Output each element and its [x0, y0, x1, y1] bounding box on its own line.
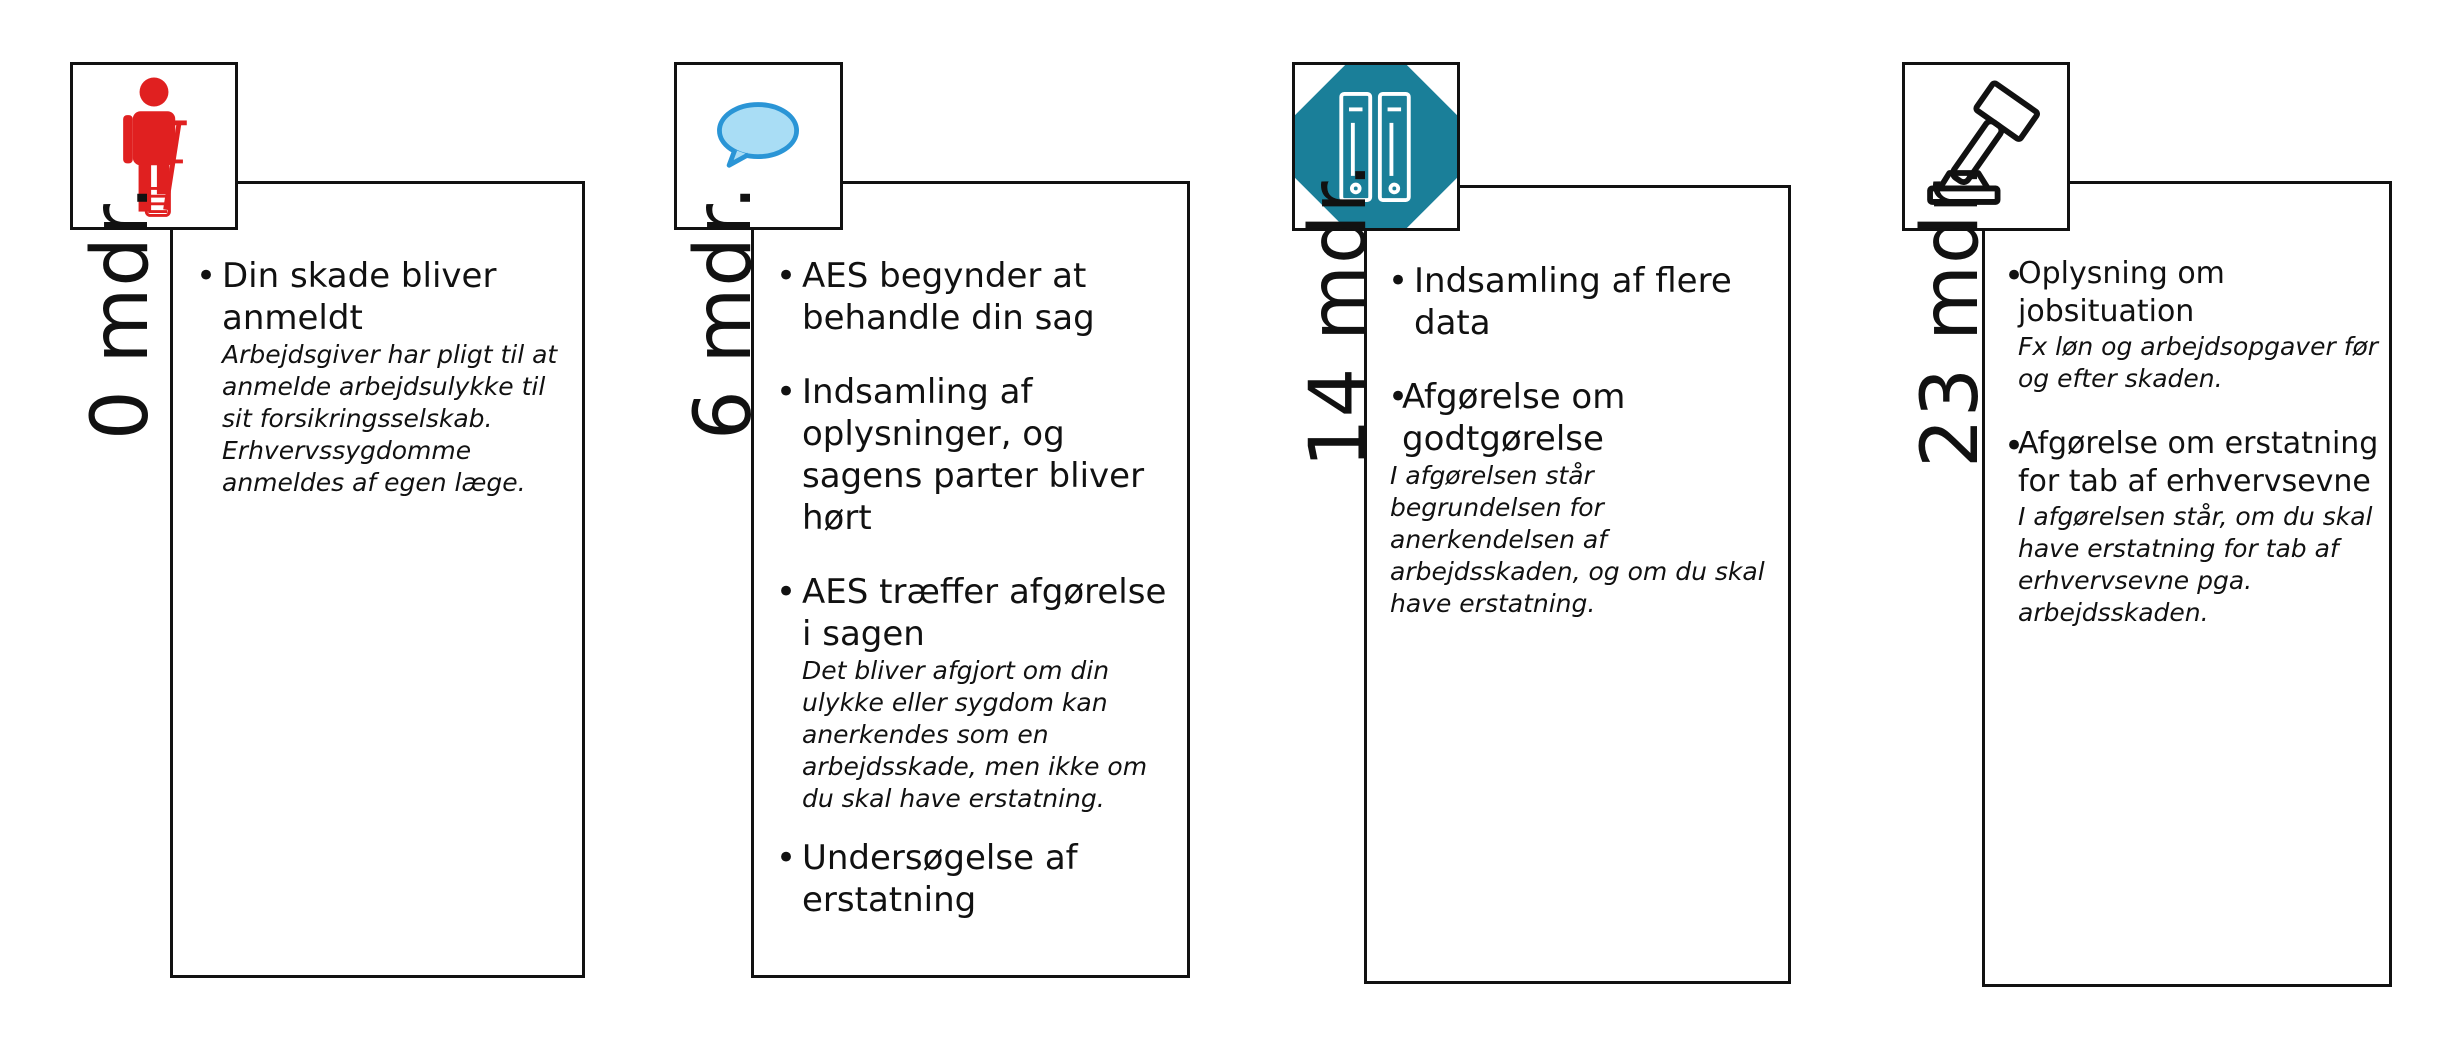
item-heading: Indsamling af oplysninger, og sagens par…: [802, 372, 1145, 538]
item-heading: Afgørelse om erstatning for tab af erhve…: [2018, 426, 2379, 499]
phase-card: [1364, 185, 1791, 984]
gavel-icon: [1927, 80, 2040, 205]
list-item: • Din skade bliver anmeldt Arbejdsgiver …: [196, 255, 566, 499]
list-item: • Oplysning om jobsituation Fx løn og ar…: [2004, 255, 2384, 395]
binders-icon: [1295, 65, 1457, 228]
phase-month-label: 14 mdr.: [1294, 161, 1384, 468]
item-heading: Undersøgelse af erstatning: [802, 838, 1078, 920]
item-note: Fx løn og arbejdsopgaver før og efter sk…: [2018, 332, 2379, 393]
phase-items: • AES begynder at behandle din sag • Ind…: [776, 255, 1176, 921]
phase-month-label: 6 mdr.: [679, 184, 769, 440]
phase-icon-box: [1902, 62, 2070, 231]
item-heading: AES træffer afgørelse i sagen: [802, 572, 1167, 654]
injured-person-crutch-icon: [123, 77, 187, 217]
list-item: • Afgørelse om godtgørelse I afgørelsen …: [1388, 376, 1773, 620]
speech-bubble-icon: [717, 102, 799, 168]
phase-items: • Indsamling af flere data • Afgørelse o…: [1388, 260, 1773, 620]
list-item: • Indsamling af flere data: [1388, 260, 1773, 344]
phase-icon-box: [674, 62, 843, 230]
item-note: Arbejdsgiver har pligt til at anmelde ar…: [222, 340, 558, 497]
phase-card: [1982, 181, 2392, 987]
item-note: Det bliver afgjort om din ulykke eller s…: [802, 656, 1148, 813]
phase-icon-box: [1292, 62, 1460, 231]
item-heading: Afgørelse om godtgørelse: [1402, 377, 1626, 459]
phase-items: • Oplysning om jobsituation Fx løn og ar…: [2004, 255, 2384, 629]
list-item: • AES træffer afgørelse i sagen Det bliv…: [776, 571, 1176, 815]
list-item: • Indsamling af oplysninger, og sagens p…: [776, 371, 1176, 539]
list-item: • Undersøgelse af erstatning: [776, 837, 1176, 921]
phase-card: [751, 181, 1190, 978]
item-note: I afgørelsen står begrundelsen for anerk…: [1390, 461, 1765, 618]
item-heading: AES begynder at behandle din sag: [802, 256, 1095, 338]
phase-month-label: 23 mdr.: [1906, 161, 1996, 468]
item-heading: Indsamling af flere data: [1414, 261, 1732, 343]
list-item: • AES begynder at behandle din sag: [776, 255, 1176, 339]
phase-icon-box: [70, 62, 238, 230]
item-note: I afgørelsen står, om du skal have ersta…: [2018, 502, 2373, 627]
item-heading: Din skade bliver anmeldt: [222, 256, 497, 338]
list-item: • Afgørelse om erstatning for tab af erh…: [2004, 425, 2384, 629]
phase-month-label: 0 mdr.: [76, 184, 166, 440]
phase-items: • Din skade bliver anmeldt Arbejdsgiver …: [196, 255, 566, 499]
item-heading: Oplysning om jobsituation: [2018, 256, 2225, 329]
phase-card: [170, 181, 585, 978]
